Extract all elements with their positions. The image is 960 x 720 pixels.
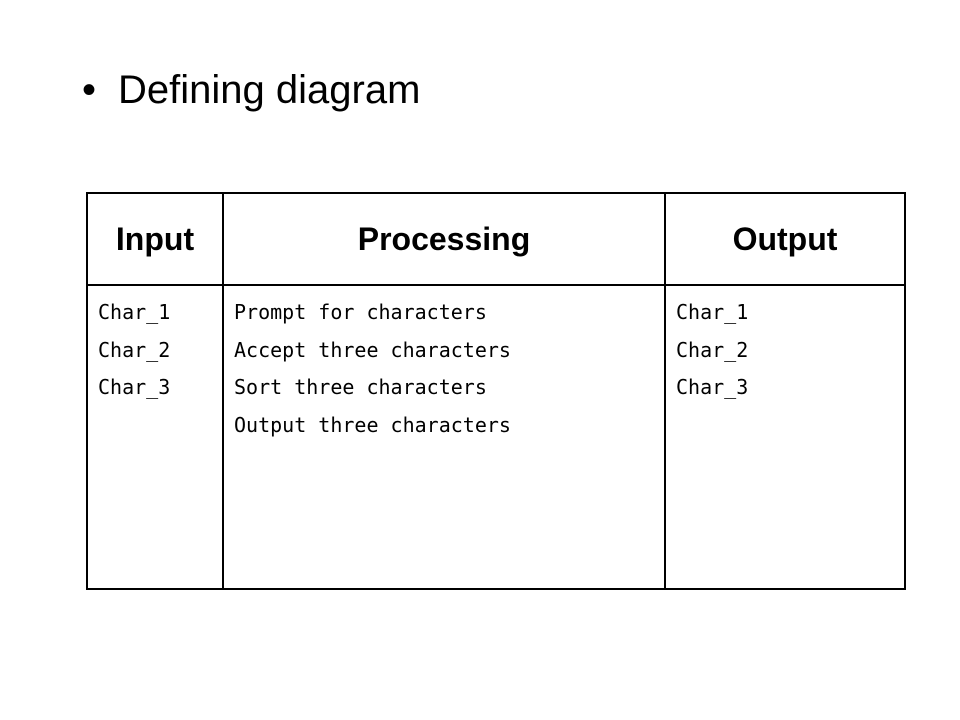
output-item: Char_3 (676, 375, 749, 399)
input-item: Char_2 (98, 337, 171, 362)
processing-step: Output three characters (234, 412, 511, 437)
input-cell: Char_1 Char_2 Char_3 (86, 284, 224, 590)
input-item: Char_3 (98, 375, 171, 399)
output-cell: Char_1 Char_2 Char_3 (664, 284, 906, 590)
header-output: Output (664, 192, 906, 286)
slide-title: • Defining diagram (82, 64, 420, 116)
processing-step: Accept three characters (234, 337, 511, 362)
defining-diagram-table: Input Processing Output Char_1 Char_2 Ch… (86, 192, 906, 590)
defining-diagram-table-wrapper: Input Processing Output Char_1 Char_2 Ch… (86, 192, 906, 590)
processing-step: Sort three characters (234, 375, 487, 399)
input-item: Char_1 (98, 300, 171, 324)
output-item: Char_1 (676, 300, 749, 324)
header-processing: Processing (222, 192, 666, 286)
processing-cell: Prompt for characters Accept three chara… (222, 284, 666, 590)
processing-step: Prompt for characters (234, 300, 487, 324)
slide-title-text: Defining diagram (118, 68, 421, 112)
table-header-row: Input Processing Output (86, 192, 906, 286)
output-item: Char_2 (676, 337, 749, 362)
bullet-icon: • (82, 68, 97, 112)
header-input: Input (86, 192, 224, 286)
table-row: Char_1 Char_2 Char_3 Prompt for characte… (86, 284, 906, 590)
